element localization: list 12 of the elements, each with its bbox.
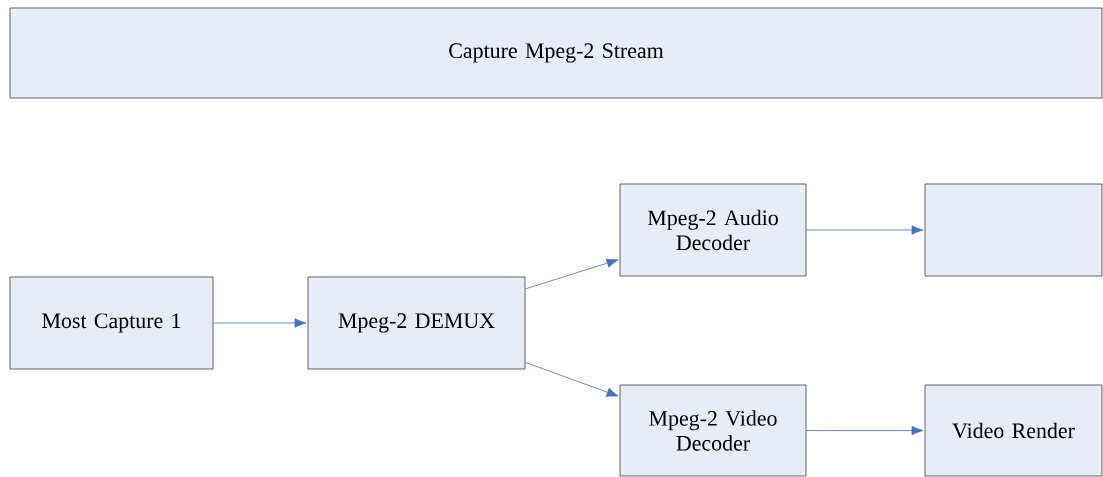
- title-banner: Capture Mpeg-2 Stream: [9, 7, 1103, 99]
- process-box: Mpeg-2 Audio Decoder: [619, 183, 807, 277]
- process-box: Mpeg-2 Video Decoder: [619, 384, 807, 477]
- process-box: Video Render: [924, 384, 1103, 477]
- arrow: [213, 318, 307, 328]
- empty-box: [924, 183, 1103, 277]
- arrow: [525, 258, 619, 290]
- process-box: Mpeg-2 DEMUX: [307, 276, 526, 370]
- process-box: Most Capture 1: [9, 276, 214, 370]
- arrow: [525, 362, 619, 397]
- arrow: [806, 425, 924, 436]
- arrow: [806, 225, 924, 235]
